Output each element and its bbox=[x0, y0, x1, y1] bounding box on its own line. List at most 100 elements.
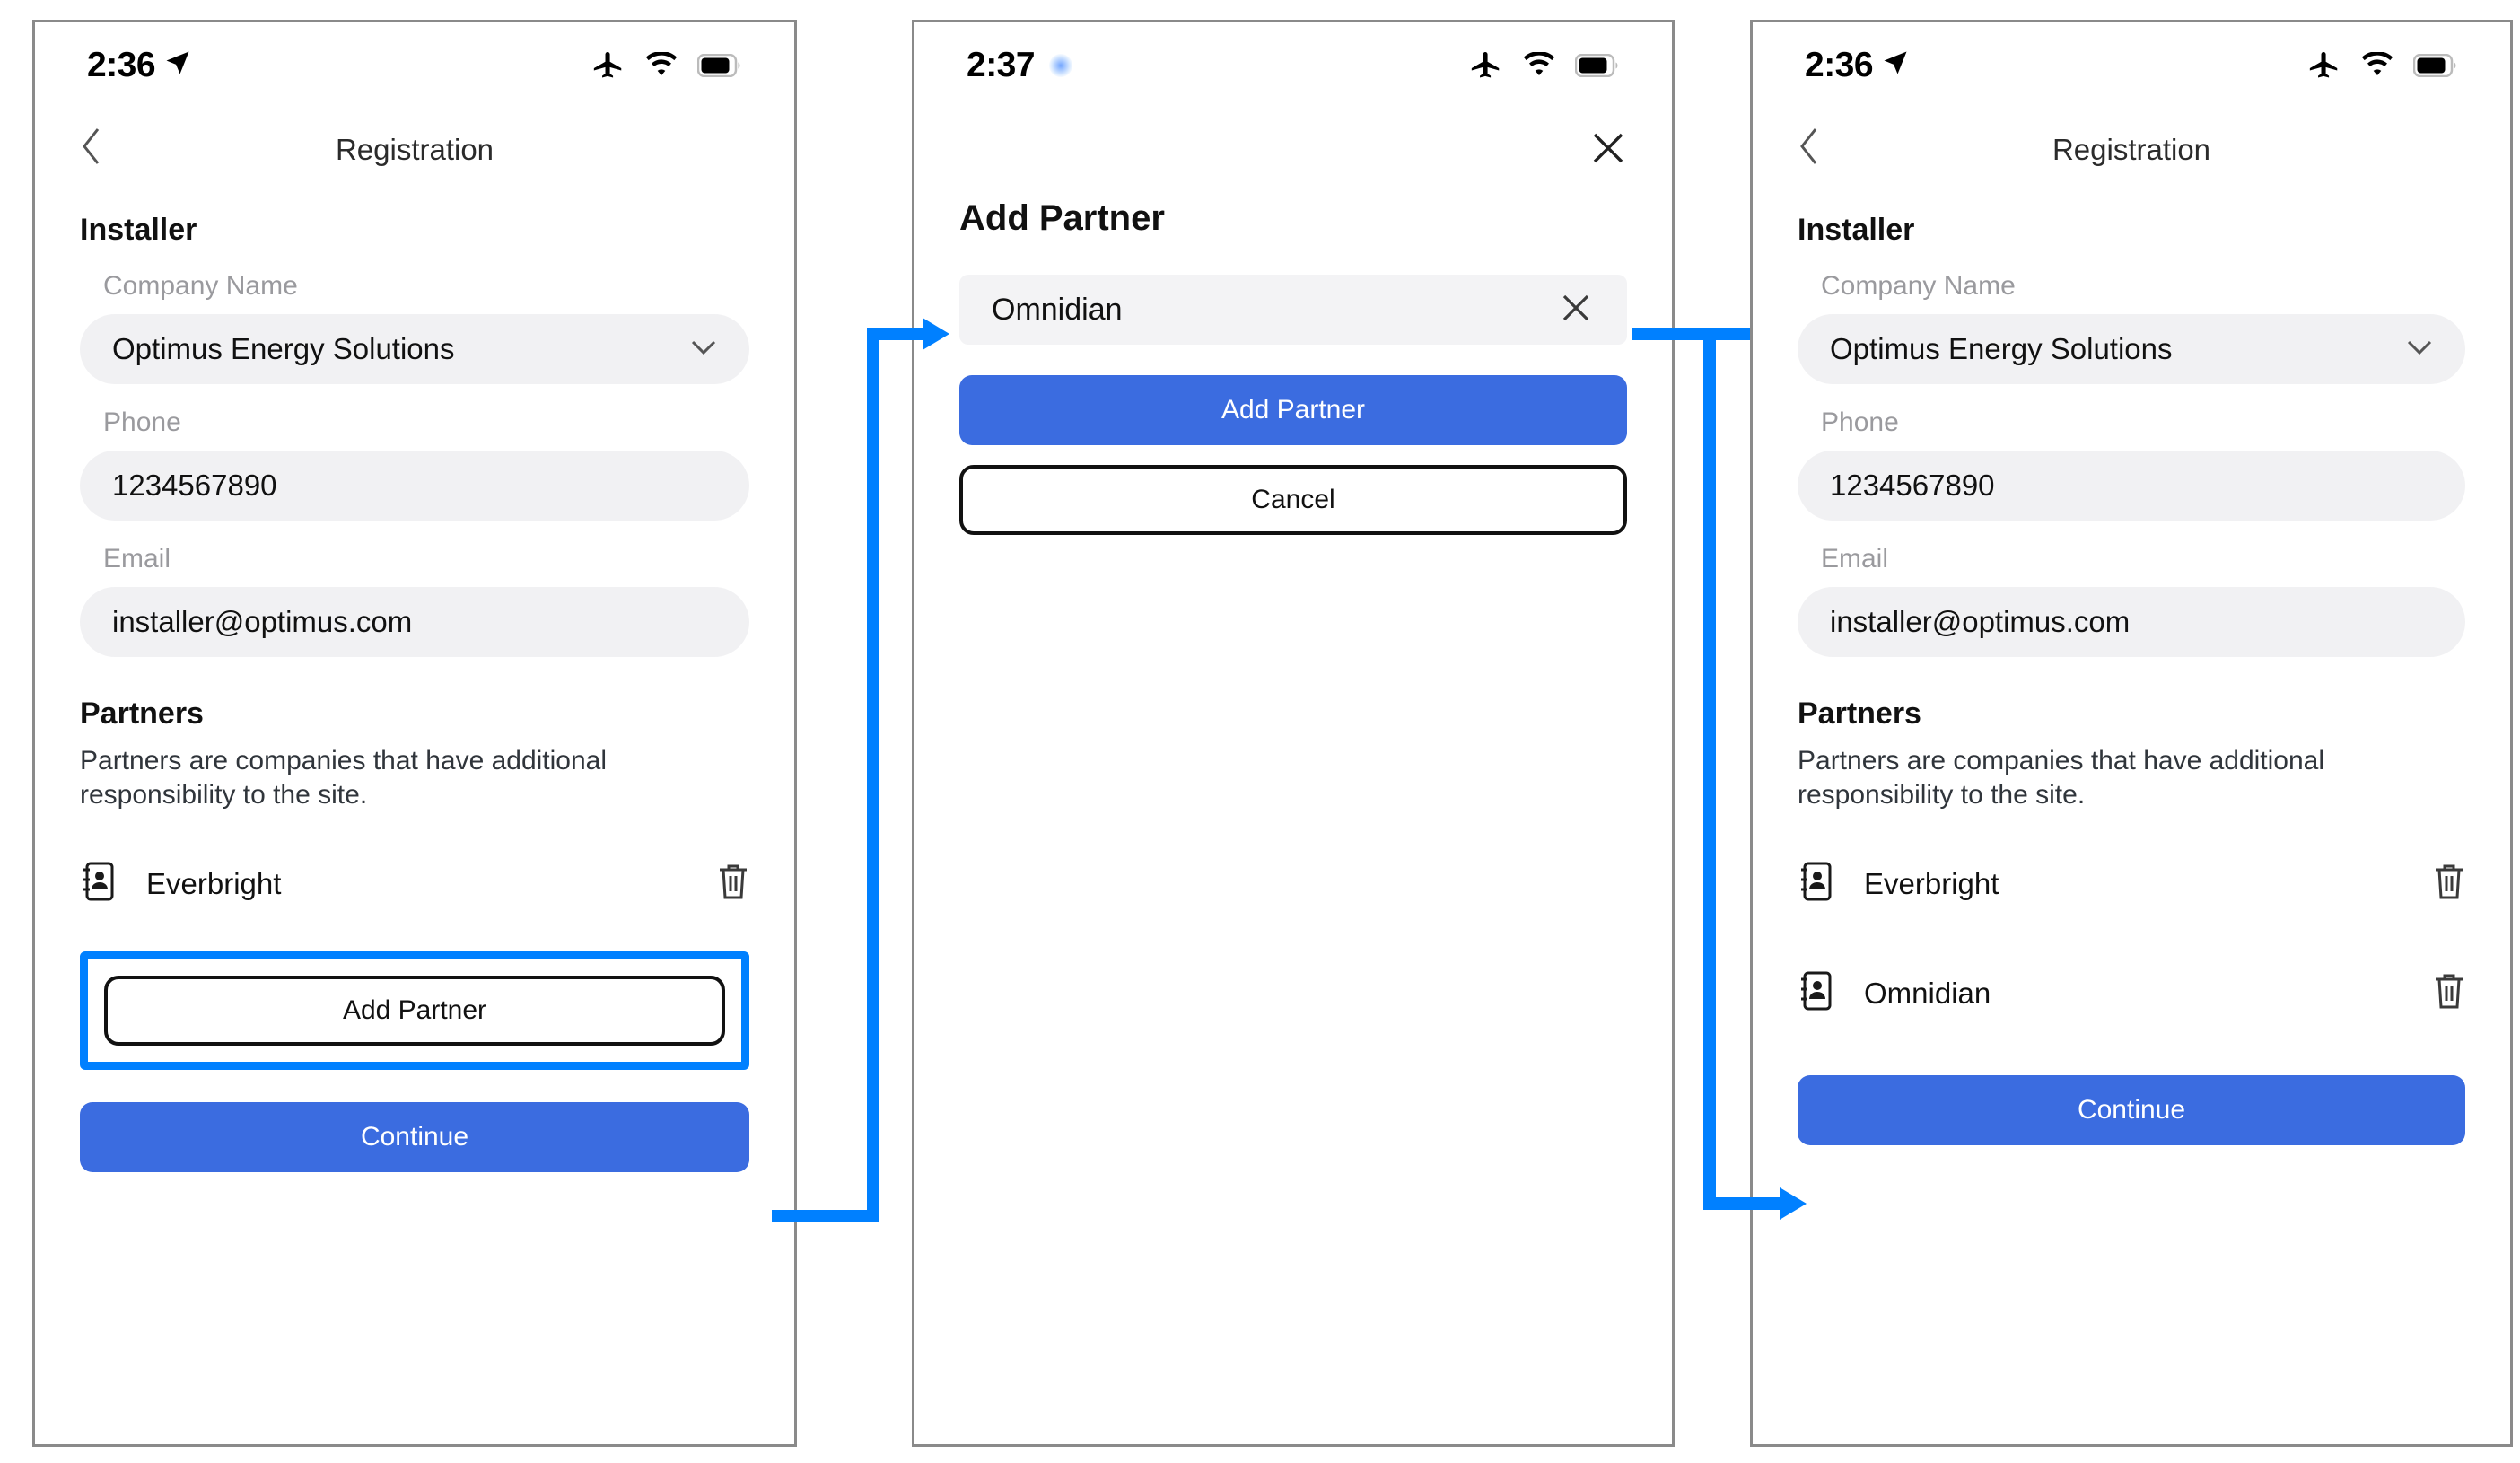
trash-icon[interactable] bbox=[2433, 971, 2465, 1015]
field-value: installer@optimus.com bbox=[1830, 605, 2131, 638]
field-label: Company Name bbox=[103, 271, 298, 301]
sheet-title: Add Partner bbox=[959, 198, 1165, 238]
section-title-installer: Installer bbox=[1798, 213, 1915, 247]
section-title-partners: Partners bbox=[80, 696, 204, 731]
field-label: Phone bbox=[103, 407, 181, 437]
status-bar-time: 2:37 bbox=[967, 46, 1036, 84]
field-email: Email installer@optimus.com bbox=[1798, 544, 2465, 657]
section-title-partners: Partners bbox=[1798, 696, 1921, 731]
wifi-icon bbox=[1521, 52, 1557, 79]
blue-status-dot bbox=[1049, 54, 1073, 77]
phone-input[interactable]: 1234567890 bbox=[1798, 451, 2465, 521]
airplane-mode-icon bbox=[1469, 48, 1503, 83]
modal-nav-bar bbox=[914, 109, 1672, 191]
field-label: Phone bbox=[1821, 407, 1899, 437]
cancel-button[interactable]: Cancel bbox=[959, 465, 1627, 535]
clear-x-icon[interactable] bbox=[1557, 289, 1595, 331]
list-item[interactable]: Everbright bbox=[80, 853, 749, 915]
field-label: Company Name bbox=[1821, 271, 2016, 301]
email-input[interactable]: installer@optimus.com bbox=[80, 587, 749, 657]
battery-icon bbox=[697, 54, 742, 77]
connector-1-arrowhead bbox=[923, 318, 949, 350]
partner-name: Everbright bbox=[146, 866, 282, 900]
page-title: Registration bbox=[335, 133, 494, 166]
connector-2-segment-horizontal-bottom bbox=[1703, 1197, 1784, 1210]
connector-2-segment-horizontal-top bbox=[1632, 328, 1750, 340]
status-bar: 2:36 bbox=[35, 22, 794, 109]
status-bar-time: 2:36 bbox=[87, 46, 156, 84]
field-value: Optimus Energy Solutions bbox=[1830, 332, 2173, 365]
connector-1-segment-horizontal-bottom bbox=[772, 1210, 879, 1222]
field-phone: Phone 1234567890 bbox=[80, 407, 749, 521]
field-company-name: Company Name Optimus Energy Solutions bbox=[1798, 271, 2465, 384]
company-name-select[interactable]: Optimus Energy Solutions bbox=[80, 314, 749, 384]
status-bar: 2:37 bbox=[914, 22, 1672, 109]
status-bar-icons bbox=[591, 48, 742, 83]
contact-card-icon bbox=[1798, 861, 1833, 907]
registration-form: Installer Company Name Optimus Energy So… bbox=[35, 213, 794, 1172]
add-partner-button[interactable]: Add Partner bbox=[104, 975, 725, 1046]
continue-button[interactable]: Continue bbox=[80, 1101, 749, 1172]
status-bar-time-group: 2:36 bbox=[87, 46, 191, 85]
partners-description: Partners are companies that have additio… bbox=[1798, 746, 2325, 810]
chevron-down-icon[interactable] bbox=[2406, 339, 2433, 360]
connector-2-segment-vertical bbox=[1703, 328, 1716, 1210]
partner-name: Omnidian bbox=[1864, 976, 1991, 1010]
chevron-down-icon[interactable] bbox=[690, 339, 717, 360]
add-partner-highlight-ring: Add Partner bbox=[80, 951, 749, 1070]
field-value: 1234567890 bbox=[112, 469, 277, 502]
section-title-installer: Installer bbox=[80, 213, 197, 247]
registration-form: Installer Company Name Optimus Energy So… bbox=[1753, 213, 2510, 1145]
phone-screen-registration-after: 2:36 bbox=[1750, 20, 2513, 1447]
status-bar: 2:36 bbox=[1753, 22, 2510, 109]
connector-1-segment-vertical bbox=[867, 328, 879, 1222]
field-value: 1234567890 bbox=[1830, 469, 1995, 502]
page-title: Registration bbox=[2052, 133, 2211, 166]
status-bar-time-group: 2:37 bbox=[967, 46, 1073, 85]
field-phone: Phone 1234567890 bbox=[1798, 407, 2465, 521]
nav-bar: Registration bbox=[1753, 109, 2510, 191]
wifi-icon bbox=[2359, 52, 2395, 79]
phone-input[interactable]: 1234567890 bbox=[80, 451, 749, 521]
connector-2-arrowhead bbox=[1780, 1187, 1807, 1220]
partner-name-input-value: Omnidian bbox=[992, 292, 1123, 327]
status-bar-time: 2:36 bbox=[1805, 46, 1874, 84]
field-label: Email bbox=[103, 544, 171, 574]
email-input[interactable]: installer@optimus.com bbox=[1798, 587, 2465, 657]
partner-name: Everbright bbox=[1864, 866, 1999, 900]
company-name-select[interactable]: Optimus Energy Solutions bbox=[1798, 314, 2465, 384]
battery-icon bbox=[1575, 54, 1620, 77]
status-bar-time-group: 2:36 bbox=[1805, 46, 1909, 85]
add-partner-submit-button[interactable]: Add Partner bbox=[959, 375, 1627, 445]
field-value: installer@optimus.com bbox=[112, 605, 413, 638]
contact-card-icon bbox=[80, 861, 116, 907]
field-value: Optimus Energy Solutions bbox=[112, 332, 455, 365]
partner-name-input[interactable]: Omnidian bbox=[959, 275, 1627, 345]
nav-bar: Registration bbox=[35, 109, 794, 191]
phone-screen-registration-before: 2:36 bbox=[32, 20, 797, 1447]
field-company-name: Company Name Optimus Energy Solutions bbox=[80, 271, 749, 384]
chevron-left-icon[interactable] bbox=[1798, 127, 1821, 173]
connector-1-segment-horizontal-top bbox=[867, 328, 927, 340]
close-x-icon[interactable] bbox=[1589, 129, 1627, 171]
field-email: Email installer@optimus.com bbox=[80, 544, 749, 657]
field-label: Email bbox=[1821, 544, 1889, 574]
status-bar-icons bbox=[2307, 48, 2458, 83]
location-arrow-icon bbox=[164, 46, 191, 85]
status-bar-icons bbox=[1469, 48, 1620, 83]
partner-omnidian-row[interactable]: Omnidian bbox=[1798, 962, 2465, 1025]
partners-description: Partners are companies that have additio… bbox=[80, 746, 608, 810]
add-partner-sheet: Add Partner Omnidian Add Partner Cancel bbox=[914, 198, 1672, 535]
continue-button[interactable]: Continue bbox=[1798, 1074, 2465, 1145]
phone-screen-add-partner-modal: 2:37 bbox=[912, 20, 1675, 1447]
trash-icon[interactable] bbox=[717, 862, 749, 906]
trash-icon[interactable] bbox=[2433, 862, 2465, 906]
list-item[interactable]: Everbright bbox=[1798, 853, 2465, 915]
airplane-mode-icon bbox=[2307, 48, 2341, 83]
location-arrow-icon bbox=[1882, 46, 1909, 85]
chevron-left-icon[interactable] bbox=[80, 127, 103, 173]
wifi-icon bbox=[643, 52, 679, 79]
contact-card-icon bbox=[1798, 970, 1833, 1016]
airplane-mode-icon bbox=[591, 48, 626, 83]
